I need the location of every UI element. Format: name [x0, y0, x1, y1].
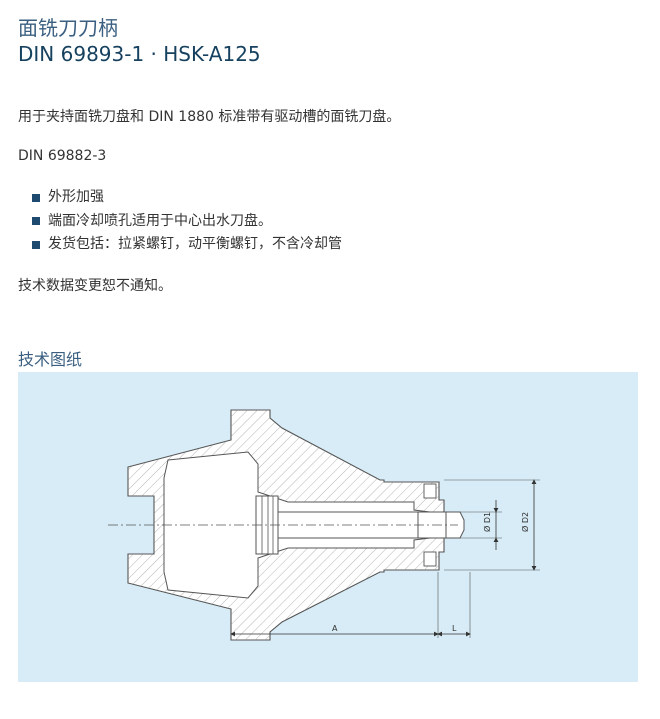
feature-item-text: 外形加强: [48, 189, 104, 205]
bullet-square-icon: [32, 240, 40, 249]
technical-drawing-panel: Ø D1 Ø D2 A L: [18, 372, 638, 682]
feature-item-text: 端面冷却喷孔适用于中心出水刀盘。: [48, 212, 272, 229]
intro-paragraph: 用于夹持面铣刀盘和 DIN 1880 标准带有驱动槽的面铣刀盘。: [18, 109, 401, 125]
change-notice: 技术数据变更恕不通知。: [18, 278, 172, 294]
product-title-cn: 面铣刀刀柄: [18, 16, 118, 40]
standard-reference: DIN 69882-3: [18, 148, 107, 164]
dimension-l-label: L: [452, 624, 457, 633]
drawing-heading: 技术图纸: [18, 350, 83, 369]
feature-item: 外形加强: [32, 186, 342, 210]
feature-list: 外形加强 端面冷却喷孔适用于中心出水刀盘。 发货包括：拉紧螺钉，动平衡螺钉，不含…: [32, 186, 342, 257]
product-title-standard: DIN 69893-1 · HSK-A125: [18, 42, 261, 66]
dimension-a-label: A: [332, 624, 338, 633]
dimension-d1-label: Ø D1: [482, 512, 492, 532]
dimension-d2-label: Ø D2: [520, 512, 530, 532]
technical-drawing: Ø D1 Ø D2 A L: [108, 409, 540, 641]
bullet-square-icon: [32, 217, 40, 226]
feature-item: 发货包括：拉紧螺钉，动平衡螺钉，不含冷却管: [32, 233, 342, 257]
feature-item-text: 发货包括：拉紧螺钉，动平衡螺钉，不含冷却管: [48, 236, 342, 252]
feature-item: 端面冷却喷孔适用于中心出水刀盘。: [32, 210, 342, 234]
bullet-square-icon: [32, 193, 40, 202]
